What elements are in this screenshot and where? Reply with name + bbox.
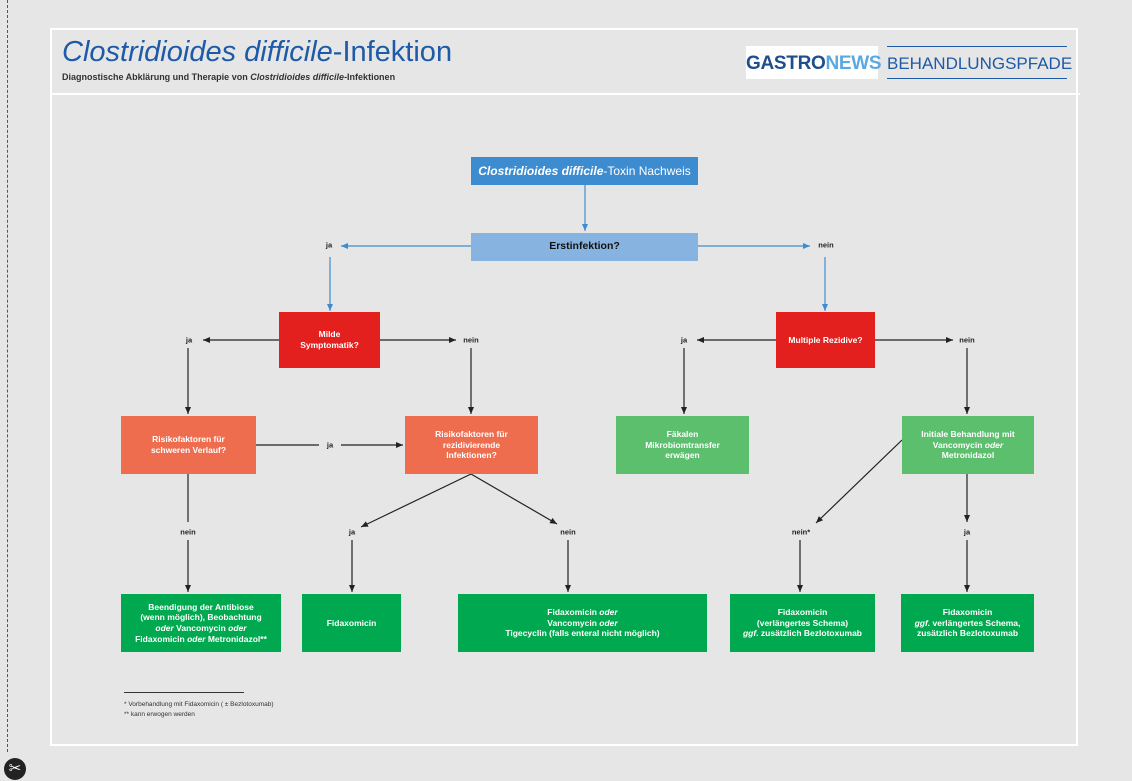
label-ja: ja xyxy=(348,527,356,537)
node-end-beendigung: Beendigung der Antibiose(wenn möglich), … xyxy=(121,594,281,652)
cut-line xyxy=(7,0,8,752)
page-subtitle: Diagnostische Abklärung und Therapie von… xyxy=(62,72,396,82)
node-erstinfektion: Erstinfektion? xyxy=(471,233,698,261)
page-frame xyxy=(50,28,1078,746)
label-ja: ja xyxy=(326,440,334,450)
label-nein: nein xyxy=(560,527,576,537)
node-multiple-rezidive: Multiple Rezidive? xyxy=(776,312,875,368)
header-divider xyxy=(50,93,1080,95)
node-end-fidax-verlaengert: Fidaxomicin(verlängertes Schema)ggf. zus… xyxy=(730,594,875,652)
label-ja: ja xyxy=(963,527,971,537)
label-ja: ja xyxy=(185,335,193,345)
label-nein: nein xyxy=(818,240,834,250)
node-end-fidaxomicin: Fidaxomicin xyxy=(302,594,401,652)
footnote-2: ** kann erwogen werden xyxy=(124,711,195,718)
label-nein-star: nein* xyxy=(791,527,811,537)
footnote-1: * Vorbehandlung mit Fidaxomicin ( ± Bezl… xyxy=(124,701,274,708)
label-ja: ja xyxy=(325,240,333,250)
label-nein: nein xyxy=(180,527,196,537)
section-label: BEHANDLUNGSPFADE xyxy=(887,46,1072,79)
gastronews-logo: GASTRONEWS xyxy=(746,46,882,79)
label-ja: ja xyxy=(680,335,688,345)
node-toxin-nachweis: Clostridioides difficile-Toxin Nachweis xyxy=(471,157,698,185)
label-nein: nein xyxy=(959,335,975,345)
scissors-icon: ✂ xyxy=(4,758,26,780)
page-title: Clostridioides difficile-Infektion xyxy=(62,36,453,68)
label-nein: nein xyxy=(463,335,479,345)
footnote-divider xyxy=(124,692,244,693)
